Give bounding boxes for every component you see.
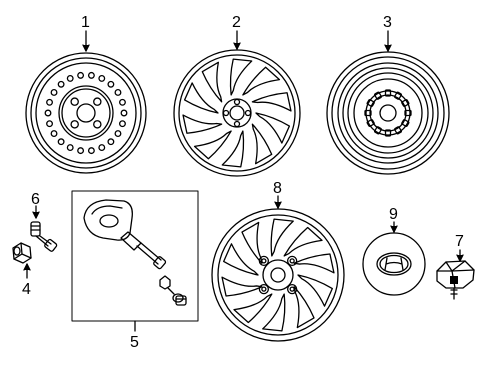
spare-wheel-icon — [326, 51, 450, 175]
steel-wheel-icon — [25, 52, 147, 174]
callout-4: 4 — [22, 281, 31, 298]
callout-1: 1 — [81, 14, 90, 31]
valve-stem-icon — [30, 221, 58, 252]
callout-3: 3 — [383, 14, 392, 31]
lug-nut-icon — [12, 242, 32, 264]
callout-9: 9 — [389, 206, 398, 223]
alloy-wheel-icon — [173, 49, 301, 177]
tpms-sensor-icon — [71, 190, 199, 322]
callout-6: 6 — [31, 191, 40, 208]
callout-2: 2 — [232, 14, 241, 31]
center-cap-icon — [436, 260, 475, 300]
callout-8: 8 — [273, 180, 282, 197]
callout-5: 5 — [130, 334, 139, 351]
callout-7: 7 — [455, 233, 464, 250]
emblem-cap-icon — [362, 232, 426, 296]
wheel-cover-icon — [211, 208, 345, 342]
